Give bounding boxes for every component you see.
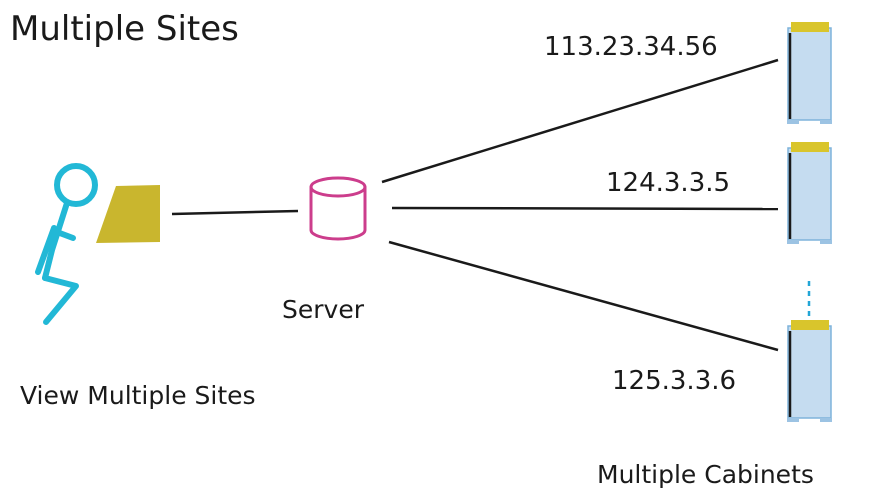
database-icon xyxy=(309,176,367,241)
cabinet-ip-3: 125.3.3.6 xyxy=(612,366,737,396)
cabinet-icon xyxy=(787,320,832,422)
diagram-title: Multiple Sites xyxy=(10,9,239,49)
cabinet-ip-2: 124.3.3.5 xyxy=(606,168,731,198)
cabinet-icon xyxy=(787,22,832,124)
monitor-icon xyxy=(96,185,160,243)
viewer-label: View Multiple Sites xyxy=(20,381,256,410)
link-server-cabinet-3 xyxy=(388,240,779,352)
cabinet-ip-1: 113.23.34.56 xyxy=(544,32,718,62)
cabinets-label: Multiple Cabinets xyxy=(597,460,814,489)
person-icon xyxy=(35,163,98,325)
server-label: Server xyxy=(282,295,364,324)
cabinet-icon xyxy=(787,142,832,244)
link-server-cabinet-2 xyxy=(391,206,779,211)
link-viewer-server xyxy=(171,209,299,216)
link-server-cabinet-1 xyxy=(381,58,779,184)
